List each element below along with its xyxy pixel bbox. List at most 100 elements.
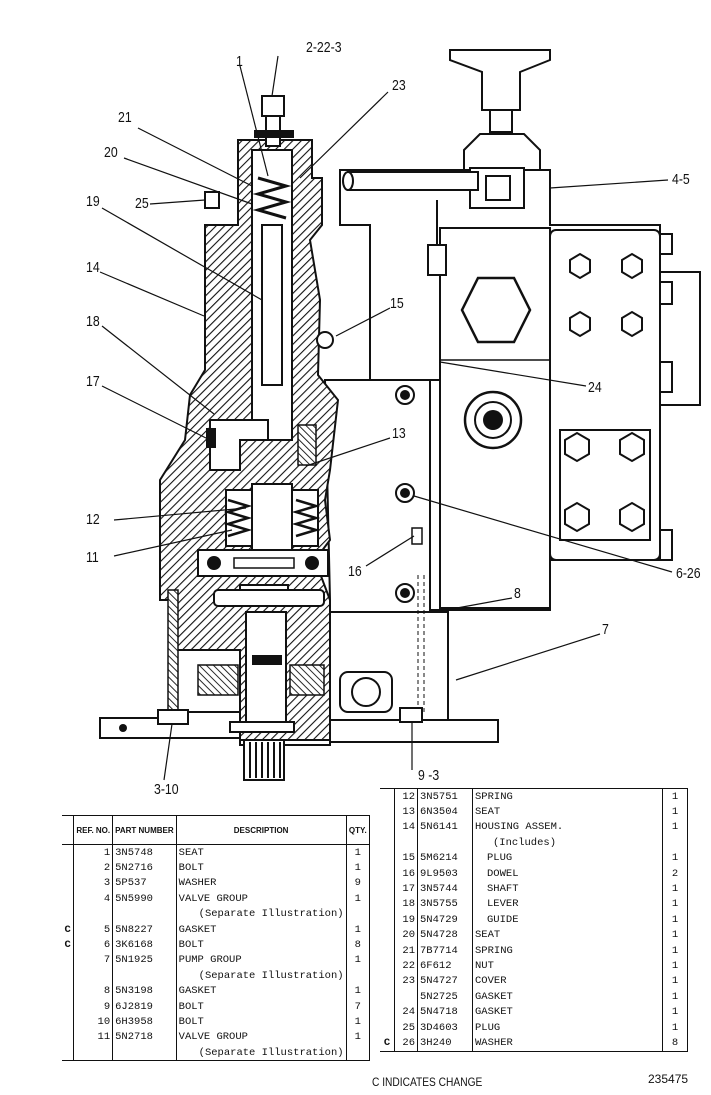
leader-lines xyxy=(99,55,673,781)
ref-number: 1 xyxy=(73,844,114,861)
part-number: 6N3504 xyxy=(417,804,473,820)
part-number: 5N6141 xyxy=(417,819,473,836)
callout-23: 23 xyxy=(392,77,406,94)
change-indicator xyxy=(380,897,395,912)
part-number: 5N5990 xyxy=(112,891,177,907)
callout-25: 25 xyxy=(135,195,149,212)
ref-number: 8 xyxy=(73,983,114,999)
change-legend-note: C INDICATES CHANGE xyxy=(372,1075,483,1089)
change-indicator xyxy=(380,866,395,881)
plug-15-marker xyxy=(316,331,334,349)
callout-2-22-3: 2-22-3 xyxy=(306,39,342,56)
change-indicator: C xyxy=(64,939,71,952)
part-description: GUIDE xyxy=(472,912,663,928)
header-part-number: PART NUMBER xyxy=(112,815,177,845)
part-number: 3D4603 xyxy=(417,1019,473,1036)
part-number xyxy=(112,906,177,922)
callout-8: 8 xyxy=(514,585,521,602)
callout-20: 20 xyxy=(104,144,118,161)
part-description: SEAT xyxy=(472,927,663,943)
change-indicator xyxy=(62,891,74,906)
part-number: 3N5744 xyxy=(417,881,473,897)
change-indicator xyxy=(380,881,395,896)
part-quantity: 8 xyxy=(662,1035,688,1052)
part-quantity: 2 xyxy=(662,865,688,882)
part-quantity: 1 xyxy=(346,983,371,999)
part-number: 6H3958 xyxy=(112,1014,177,1030)
part-quantity: 1 xyxy=(346,952,371,969)
part-description: GASKET xyxy=(176,983,347,999)
exploded-parts-diagram xyxy=(99,49,701,781)
callout-11: 11 xyxy=(86,549,99,566)
part-quantity: 1 xyxy=(662,819,688,836)
part-quantity: 8 xyxy=(346,937,371,953)
part-quantity: 1 xyxy=(662,850,688,866)
change-indicator xyxy=(62,999,74,1014)
part-number xyxy=(112,968,177,984)
change-indicator xyxy=(380,851,395,866)
part-number xyxy=(417,835,473,851)
callout-17: 17 xyxy=(86,373,100,390)
change-indicator xyxy=(380,804,395,819)
part-description: (Separate Illustration) xyxy=(176,968,347,984)
part-quantity: 1 xyxy=(662,896,688,913)
part-description: (Separate Illustration) xyxy=(176,1045,347,1061)
part-quantity: 1 xyxy=(662,912,688,928)
part-description: LEVER xyxy=(472,896,663,913)
ref-number: 4 xyxy=(73,891,114,907)
parts-table-row: (Separate Illustration) xyxy=(62,1045,371,1061)
change-indicator xyxy=(62,876,74,891)
hex-bolt-icons xyxy=(564,252,645,533)
part-description: WASHER xyxy=(472,1035,663,1052)
part-quantity: 1 xyxy=(346,1014,371,1030)
change-indicator xyxy=(380,789,395,805)
part-quantity xyxy=(346,968,371,984)
change-indicator xyxy=(380,820,395,835)
part-description: VALVE GROUP xyxy=(176,1029,347,1046)
part-quantity: 1 xyxy=(662,989,688,1005)
ref-number xyxy=(73,906,114,922)
change-indicator xyxy=(62,953,74,968)
part-quantity: 1 xyxy=(662,942,688,959)
ref-number xyxy=(394,835,418,851)
part-quantity: 9 xyxy=(346,875,371,892)
ref-number: 19 xyxy=(394,912,418,928)
ref-number: 14 xyxy=(394,819,418,836)
part-quantity: 7 xyxy=(346,998,371,1015)
ref-number: 23 xyxy=(394,973,418,990)
pump-housing xyxy=(323,379,449,723)
part-quantity: 1 xyxy=(662,973,688,990)
valve-housing-section xyxy=(157,95,340,781)
part-quantity xyxy=(346,906,371,922)
ref-number xyxy=(73,968,114,984)
part-quantity xyxy=(662,835,688,851)
part-description: (Includes) xyxy=(472,835,663,851)
part-description: BOLT xyxy=(176,860,347,876)
ref-number: 17 xyxy=(394,881,418,897)
callout-24: 24 xyxy=(588,379,602,396)
part-quantity: 1 xyxy=(346,860,371,876)
part-number: 7B7714 xyxy=(417,942,473,959)
ref-number: 10 xyxy=(73,1014,114,1030)
